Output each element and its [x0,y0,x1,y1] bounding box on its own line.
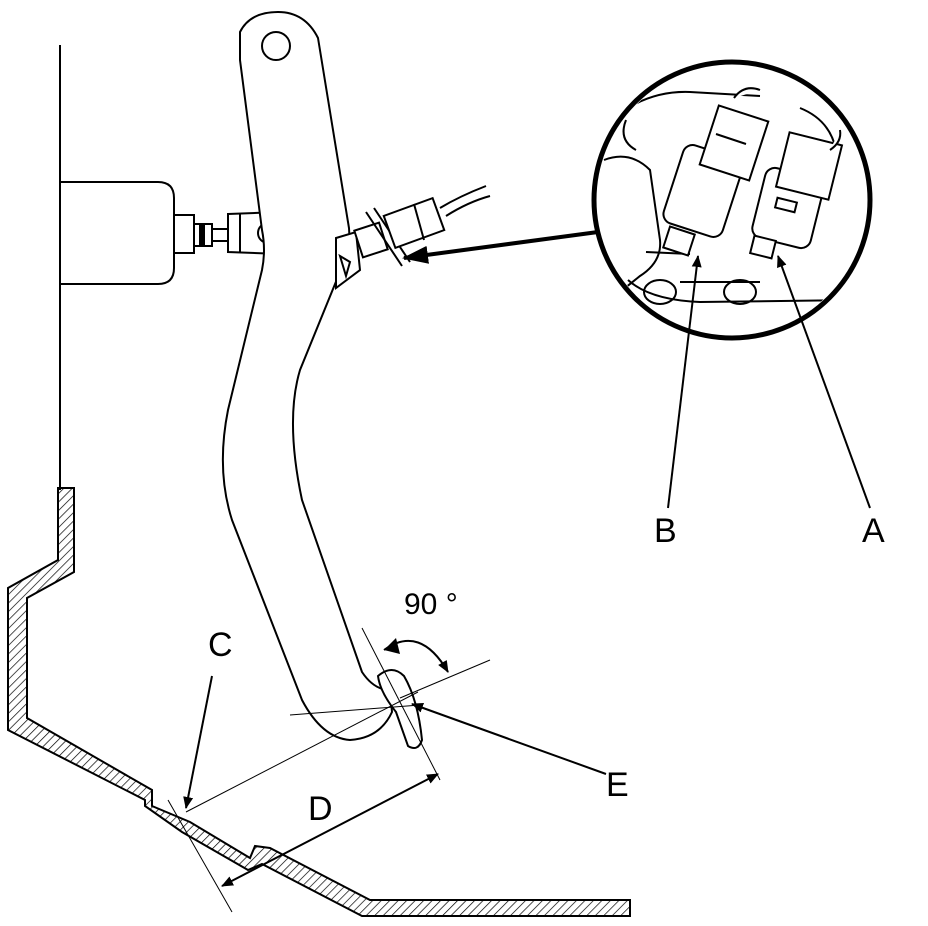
label-b: B [654,512,677,550]
label-d: D [308,790,333,828]
pivot-hole [261,31,291,61]
leader-line-e [411,703,607,775]
switch-b [661,87,770,257]
leader-line-b [667,255,702,509]
leader-line-a [777,255,871,509]
brake-pedal-arm [221,10,394,742]
label-c: C [208,626,233,664]
label-a: A [862,512,885,550]
brake-switch-assembly [335,185,491,290]
label-e: E [606,766,629,804]
floor-panel [7,487,631,917]
angle-label: 90 ° [404,588,458,621]
leader-line-c [183,675,213,809]
switch-a [748,129,844,260]
pedal-pad [376,669,424,749]
brake-booster [59,181,230,285]
zoom-arrow [402,230,599,264]
dimension-d-arrow [221,773,439,887]
detail-view [591,59,873,341]
